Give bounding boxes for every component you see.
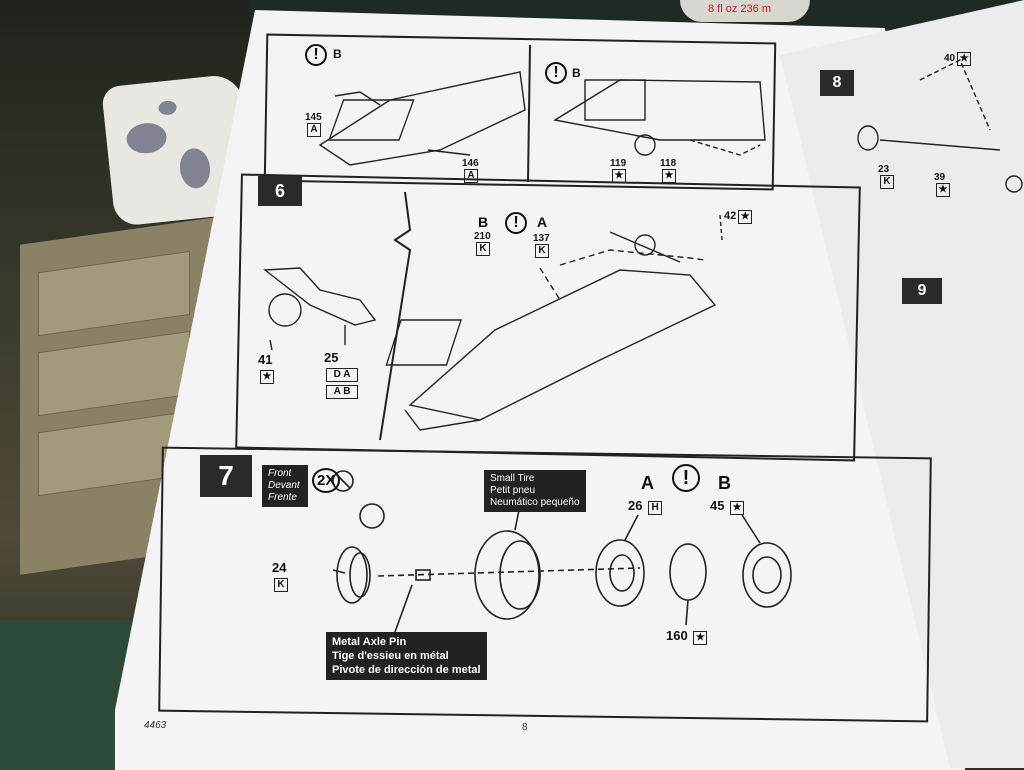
chassis-drawing-top-left [318,71,526,166]
ref-triangle-a: A [537,214,548,230]
step-number-6: 6 [258,176,302,206]
warning-icon: ! [505,212,527,234]
part-39: 39★ [934,172,950,197]
kit-number: 4463 [144,720,167,731]
step-number-9: 9 [902,278,942,304]
part-40: 40★ [944,52,972,66]
warning-icon: ! [672,464,700,492]
ref-triangle-b: B [478,214,489,230]
right-page-drawing [857,59,1023,193]
ref-triangle-b: B [718,473,731,493]
ref-triangle-b: B [333,47,342,61]
part-42: 42★ [724,210,753,224]
part-160: 160 ★ [666,628,708,645]
paint-bottle: 8 fl oz 236 m [680,0,810,22]
step-number-8: 8 [820,70,854,96]
warning-icon: ! [305,44,327,66]
rear-axle-drawing [263,267,377,351]
ref-triangle-b: B [572,66,581,80]
part-45: 45 ★ [710,498,745,515]
part-118: 118★ [660,158,677,183]
wheel-assembly-drawing [332,470,792,633]
page-number: 8 [522,722,528,733]
quantity-badge: 2X [312,468,341,493]
part-26: 26 H [628,498,663,515]
warning-icon: ! [545,62,567,84]
part-41: 41★ [258,352,274,384]
ref-triangle-a: A [641,473,654,493]
step-number-7: 7 [200,455,252,497]
chassis-drawing-step6 [385,214,723,431]
part-119: 119★ [610,158,627,183]
engine-drawing-top-right [553,79,766,156]
